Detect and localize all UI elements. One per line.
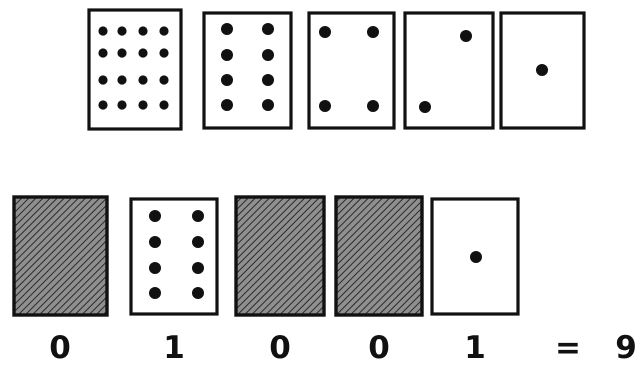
binary-labels: 0 1 0 0 1 = 9: [49, 330, 637, 366]
bit-label-1: 0: [49, 330, 71, 366]
card-1-dot: [501, 13, 584, 128]
equals-sign: =: [555, 330, 581, 366]
card-2-face-down: [336, 197, 422, 315]
card-2-dots: [405, 13, 493, 128]
card-4-dots: [309, 13, 394, 128]
decimal-result: 9: [615, 330, 637, 366]
card-1-face-up: [432, 199, 518, 314]
bottom-row-cards: [14, 197, 518, 315]
card-8-dots: [204, 13, 291, 128]
bit-label-4: 0: [368, 330, 390, 366]
bit-label-3: 0: [269, 330, 291, 366]
card-16-face-down: [14, 197, 107, 315]
top-row-cards: [89, 10, 584, 129]
card-16-dots: [89, 10, 181, 129]
bit-label-5: 1: [464, 330, 486, 366]
card-8-face-up: [131, 199, 217, 314]
bit-label-2: 1: [163, 330, 185, 366]
card-4-face-down: [236, 197, 324, 315]
